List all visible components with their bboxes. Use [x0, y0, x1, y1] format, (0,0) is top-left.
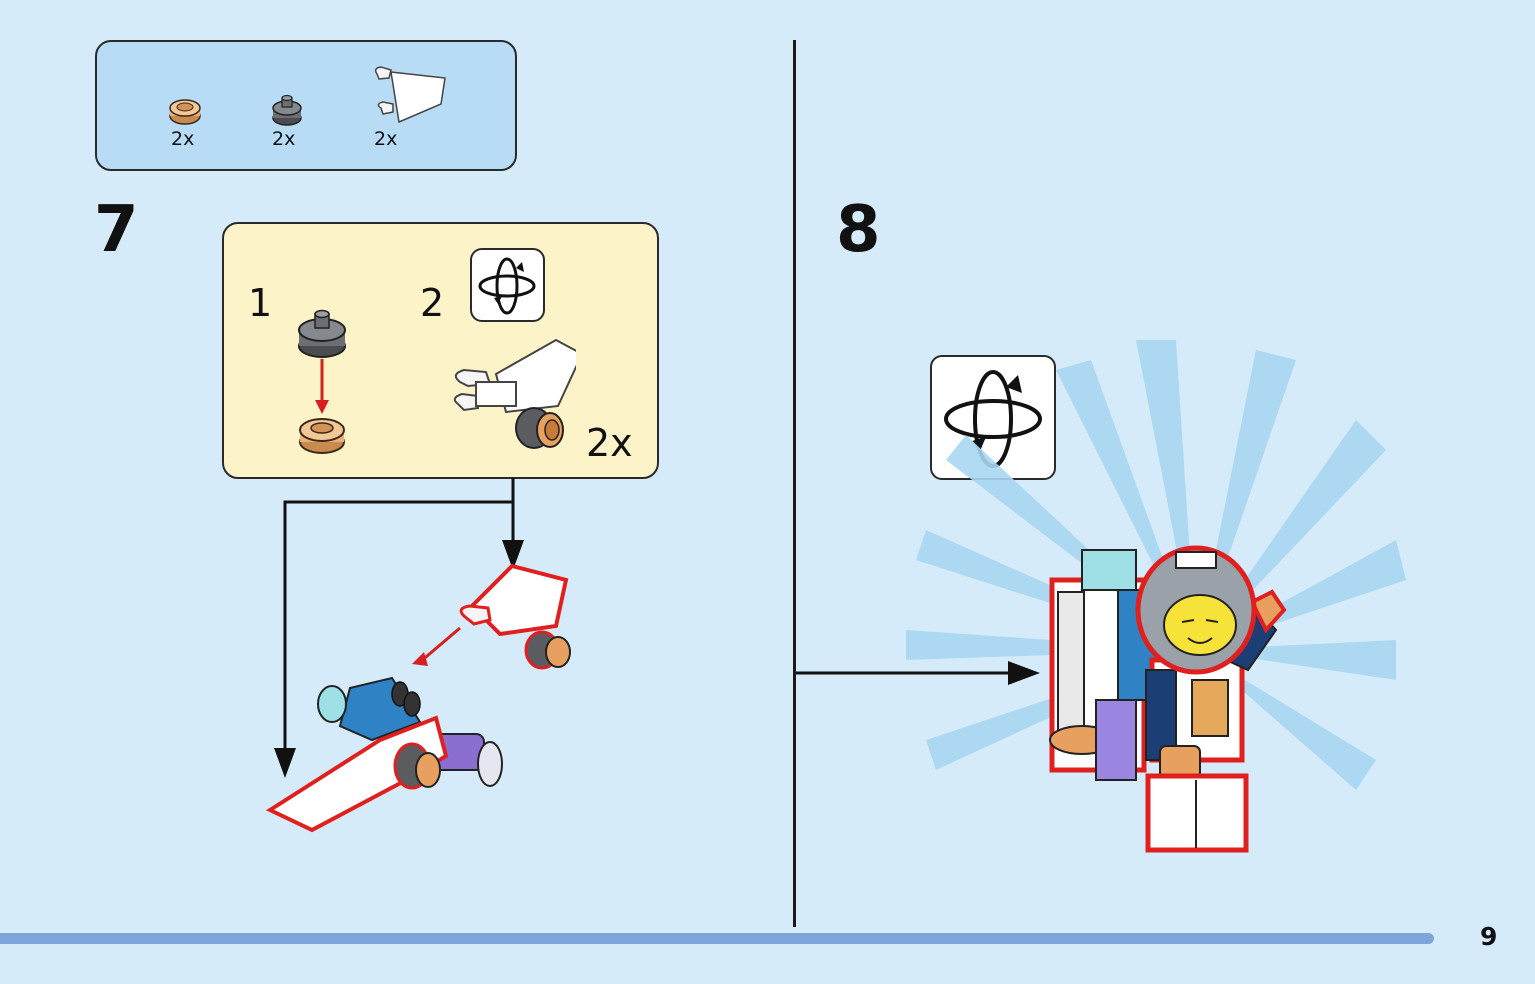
grey-round-plate-icon	[272, 94, 302, 126]
part-qty: 2x	[272, 128, 296, 150]
substep2-wing-illustration	[453, 338, 576, 449]
rotate-model-icon	[930, 355, 1056, 480]
step-number-8: 8	[836, 193, 881, 267]
substep-box: 1 2 2x	[222, 222, 659, 479]
part-qty: 2x	[171, 128, 195, 150]
step-divider	[793, 40, 796, 927]
substep1-assembly-illustration	[298, 309, 346, 454]
page-number: 9	[1480, 922, 1498, 951]
substep-multiplier: 2x	[586, 421, 633, 465]
substep-number-2: 2	[420, 281, 445, 325]
part-qty: 2x	[374, 128, 398, 150]
rotate-model-icon	[470, 248, 545, 322]
tan-round-plate-icon	[169, 99, 201, 125]
progress-bar	[0, 933, 1434, 944]
substep-number-1: 1	[248, 281, 273, 325]
step-number-7: 7	[94, 193, 139, 267]
step7-main-assembly-illustration	[265, 478, 571, 833]
parts-list-box: 2x 2x 2x	[95, 40, 517, 171]
step8-minifigure-illustration	[796, 340, 1406, 853]
white-clip-wing-icon	[374, 66, 446, 124]
